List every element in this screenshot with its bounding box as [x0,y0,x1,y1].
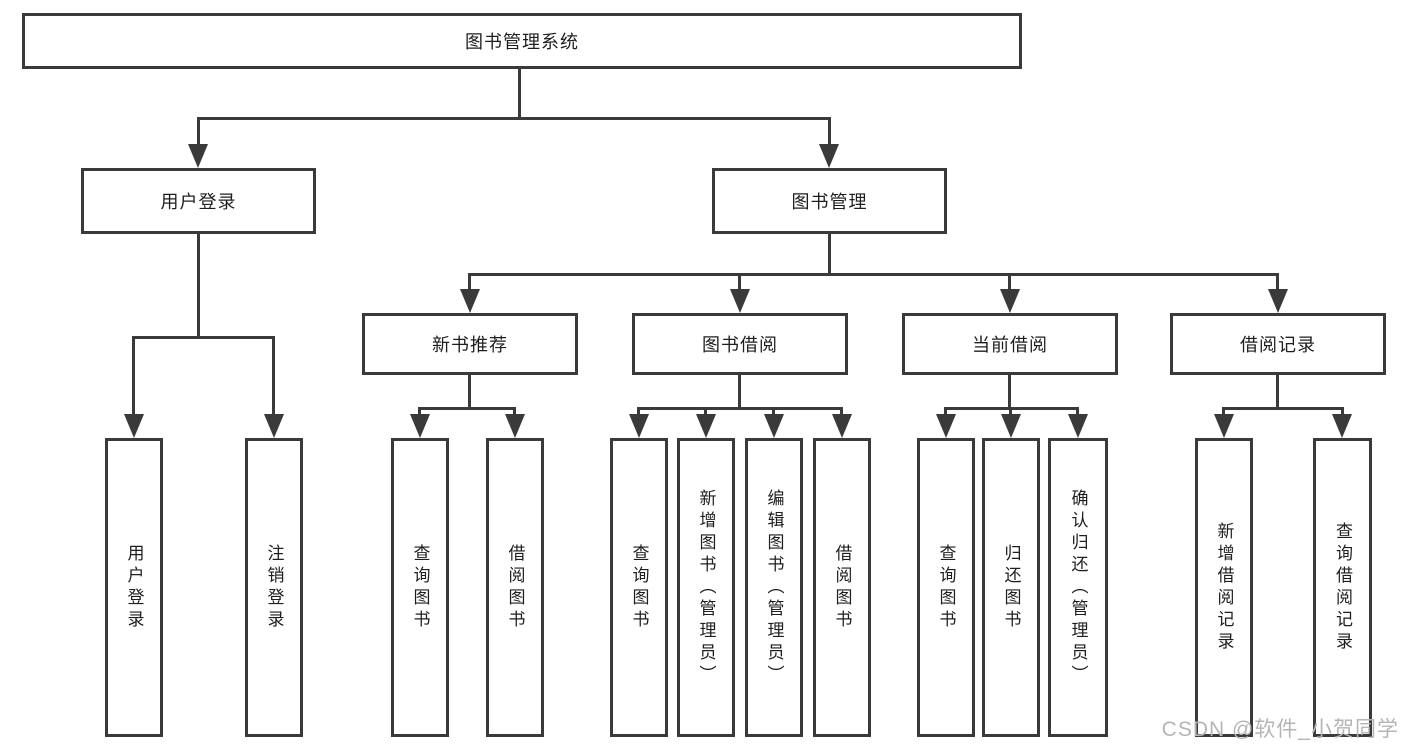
connector-line [1222,407,1225,416]
node-new-book-recommend-label: 新书推荐 [432,335,508,355]
connector-line [272,336,275,416]
connector-line [468,273,471,291]
csdn-watermark: CSDN @软件_小贺同学 [1161,718,1399,741]
arrow-down-icon [696,414,716,438]
arrow-down-icon [1332,414,1352,438]
node-current-borrow: 当前借阅 [902,313,1118,375]
connector-line [944,407,947,416]
connector-line [1008,375,1011,409]
connector-line [637,407,640,416]
leaf-query-books-current: 查询图书 [917,438,975,737]
arrow-down-icon [1268,289,1288,313]
connector-line [738,375,741,409]
connector-line [1276,375,1279,409]
connector-line [197,117,831,120]
leaf-edit-book-admin: 编辑图书（管理员） [745,438,803,737]
arrow-down-icon [1068,414,1088,438]
connector-line [518,69,521,119]
arrow-down-icon [936,414,956,438]
connector-line [513,407,516,416]
connector-line [1341,407,1344,416]
connector-line [828,234,831,276]
node-user-login-label: 用户登录 [160,192,237,212]
leaf-confirm-return-admin: 确认归还（管理员） [1048,438,1108,737]
leaf-borrow-books-borrow: 借阅图书 [813,438,871,737]
arrow-down-icon [124,414,144,438]
leaf-borrow-books-newbooks: 借阅图书 [486,438,544,737]
connector-line [828,117,831,146]
node-book-management-label: 图书管理 [791,192,868,212]
arrow-down-icon [832,414,852,438]
leaf-query-books-current-label: 查询图书 [936,543,956,632]
arrow-down-icon [764,414,784,438]
leaf-logout-label: 注销登录 [264,543,284,632]
connector-line [197,117,200,146]
node-new-book-recommend: 新书推荐 [362,313,578,375]
connector-line [1276,273,1279,291]
connector-line [637,407,843,410]
leaf-user-login: 用户登录 [105,438,163,737]
leaf-return-book-label: 归还图书 [1001,543,1021,632]
connector-line [197,234,200,338]
leaf-add-book-admin: 新增图书（管理员） [677,438,735,737]
leaf-query-books-borrow-label: 查询图书 [629,543,649,632]
node-root-label: 图书管理系统 [465,32,579,52]
node-user-login: 用户登录 [81,168,316,234]
node-borrow-records: 借阅记录 [1170,313,1386,375]
connector-line [772,407,775,416]
arrow-down-icon [410,414,430,438]
leaf-query-books-newbooks-label: 查询图书 [410,543,430,632]
leaf-borrow-books-borrow-label: 借阅图书 [832,543,852,632]
leaf-add-book-admin-label: 新增图书（管理员） [696,488,716,687]
leaf-query-books-borrow: 查询图书 [610,438,668,737]
connector-line [704,407,707,416]
connector-line [418,407,421,416]
node-book-borrow-label: 图书借阅 [702,335,778,355]
connector-line [1076,407,1079,416]
connector-line [1222,407,1344,410]
arrow-down-icon [819,144,839,168]
leaf-return-book: 归还图书 [982,438,1040,737]
arrow-down-icon [730,289,750,313]
connector-line [1008,273,1011,291]
connector-line [418,407,516,410]
node-book-borrow: 图书借阅 [632,313,848,375]
leaf-logout: 注销登录 [245,438,303,737]
leaf-query-borrow-record-label: 查询借阅记录 [1333,521,1352,654]
arrow-down-icon [188,144,208,168]
node-root-library-system: 图书管理系统 [22,13,1022,69]
connector-line [468,375,471,409]
leaf-add-borrow-record: 新增借阅记录 [1195,438,1253,737]
node-book-management: 图书管理 [712,168,947,234]
arrow-down-icon [1000,289,1020,313]
connector-line [1009,407,1012,416]
connector-line [840,407,843,416]
connector-line [132,336,275,339]
leaf-add-borrow-record-label: 新增借阅记录 [1214,521,1234,654]
arrow-down-icon [1214,414,1234,438]
leaf-query-borrow-record: 查询借阅记录 [1313,438,1372,737]
leaf-user-login-label: 用户登录 [124,543,144,632]
arrow-down-icon [264,414,284,438]
node-current-borrow-label: 当前借阅 [972,335,1048,355]
arrow-down-icon [460,289,480,313]
node-borrow-records-label: 借阅记录 [1240,335,1316,355]
leaf-query-books-newbooks: 查询图书 [391,438,449,737]
connector-line [468,273,1279,276]
connector-line [738,273,741,291]
arrow-down-icon [505,414,525,438]
arrow-down-icon [1001,414,1021,438]
leaf-edit-book-admin-label: 编辑图书（管理员） [764,488,784,687]
arrow-down-icon [629,414,649,438]
connector-line [132,336,135,416]
leaf-borrow-books-newbooks-label: 借阅图书 [505,543,525,632]
leaf-confirm-return-admin-label: 确认归还（管理员） [1068,488,1088,687]
